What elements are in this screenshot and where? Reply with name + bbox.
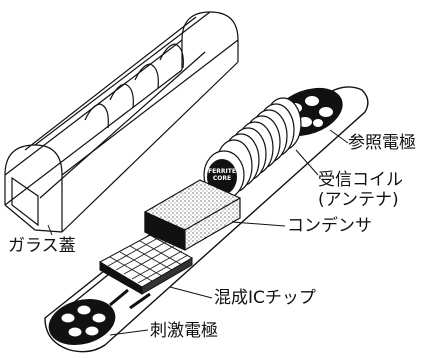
lead-wires (109, 288, 151, 310)
stimulus-electrode (48, 298, 116, 346)
leader-lines (47, 129, 349, 336)
receiver-coil (203, 97, 302, 200)
label-hybrid-ic: 混成ICチップ (214, 288, 316, 308)
glass-lid (4, 11, 239, 233)
capacitor (144, 179, 241, 251)
label-capacitor: コンデンサ (287, 216, 372, 236)
label-reference-electrode: 参照電極 (348, 133, 416, 153)
core-text-line2: CORE (212, 175, 232, 182)
label-receiver-coil-line2: (アンテナ) (318, 190, 399, 210)
core-text-line1: FERRITE (208, 168, 236, 175)
label-stimulus-electrode: 刺激電極 (150, 321, 218, 341)
hybrid-ic-chip (98, 234, 194, 295)
label-receiver-coil-line1: 受信コイル (318, 170, 403, 190)
ferrite-core-label: FERRITE CORE (208, 168, 236, 182)
label-glass-lid: ガラス蓋 (8, 236, 76, 256)
label-receiver-coil: 受信コイル (アンテナ) (318, 170, 403, 210)
